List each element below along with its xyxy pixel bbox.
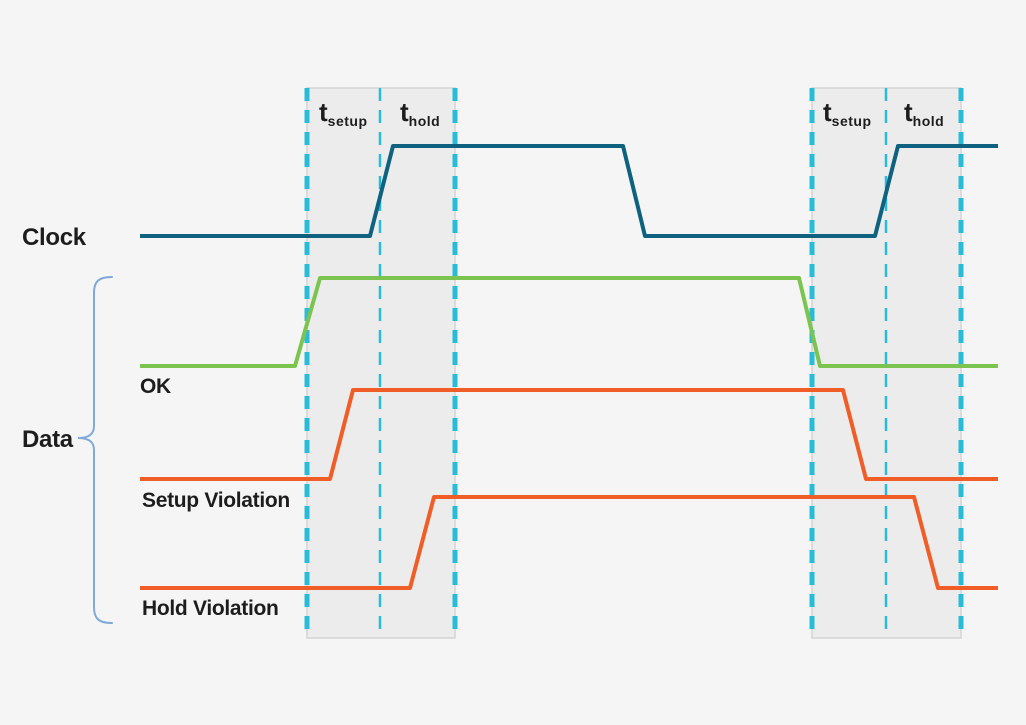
data-group-brace: [77, 276, 113, 624]
hold-violation-signal: [140, 495, 998, 590]
t-hold-subscript: hold: [912, 113, 945, 129]
ok-label: OK: [140, 375, 171, 398]
t-hold-label-1: thold: [400, 99, 440, 128]
clock-signal: [140, 144, 998, 238]
t-hold-base: t: [904, 97, 913, 127]
t-setup-label-1: tsetup: [319, 99, 368, 128]
t-setup-subscript: setup: [831, 113, 872, 129]
t-hold-label-2: thold: [904, 99, 944, 128]
t-hold-subscript: hold: [408, 113, 441, 129]
clock-label: Clock: [22, 224, 86, 251]
setup-violation-signal: [140, 388, 998, 481]
setup-violation-label: Setup Violation: [142, 489, 290, 512]
ok-signal: [140, 276, 998, 368]
t-setup-base: t: [823, 97, 832, 127]
data-label: Data: [22, 426, 73, 453]
t-setup-subscript: setup: [327, 113, 368, 129]
t-hold-base: t: [400, 97, 409, 127]
t-setup-label-2: tsetup: [823, 99, 872, 128]
t-setup-base: t: [319, 97, 328, 127]
hold-violation-label: Hold Violation: [142, 597, 279, 620]
